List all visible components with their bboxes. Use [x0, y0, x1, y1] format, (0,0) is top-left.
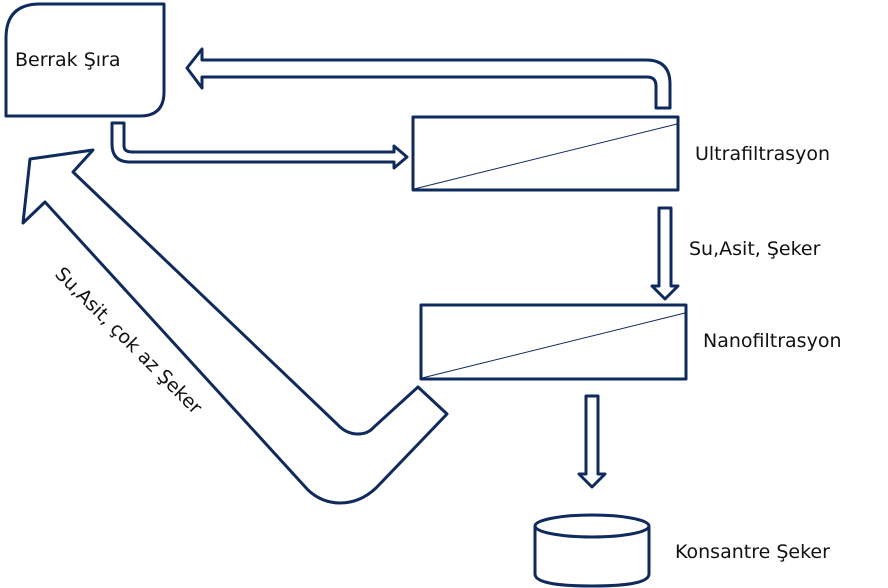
clear-juice-box	[4, 2, 166, 118]
node-nanofiltration: Nanofiltrasyon	[419, 303, 841, 381]
arrow-juice-to-ultrafiltration	[110, 121, 409, 170]
nanofiltration-label: Nanofiltrasyon	[703, 330, 841, 352]
concentrate-cylinder-top	[533, 513, 651, 539]
nanofiltration-module	[419, 303, 688, 381]
node-concentrate: Konsantre Şeker	[533, 513, 830, 588]
node-clear-juice: Berrak Şıra	[4, 2, 166, 118]
arrow-nanofiltration-return	[21, 148, 449, 505]
ultrafiltration-label: Ultrafiltrasyon	[695, 143, 830, 165]
clear-juice-label: Berrak Şıra	[15, 49, 121, 71]
uf-to-nf-label: Su,Asit, Şeker	[689, 238, 821, 260]
concentrate-label: Konsantre Şeker	[675, 541, 830, 563]
nanofiltration-membrane-line	[421, 312, 686, 379]
node-ultrafiltration: Ultrafiltrasyon	[411, 115, 830, 192]
arrow-nanofiltration-to-concentrate	[577, 394, 607, 489]
ultrafiltration-membrane-line	[413, 123, 678, 190]
arrow-ultrafiltration-return	[185, 47, 672, 110]
concentrate-cylinder-body	[533, 526, 651, 588]
arrow-ultrafiltration-to-nanofiltration	[650, 206, 680, 301]
